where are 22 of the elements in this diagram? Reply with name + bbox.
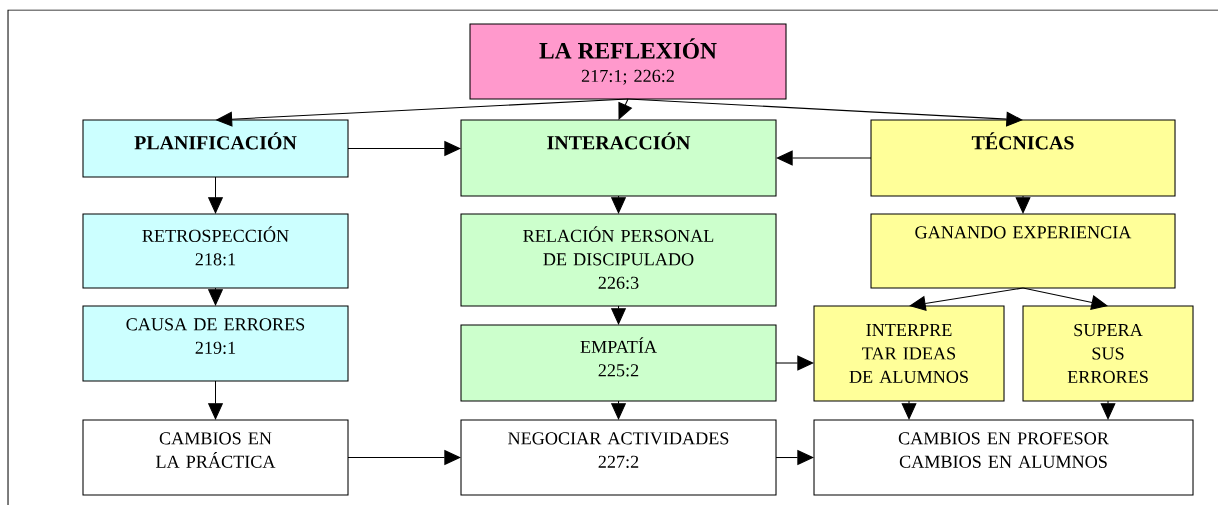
concept-box: EMPATÍA 225:2: [460, 324, 777, 402]
concept-box: TÉCNICAS: [870, 119, 1176, 197]
arrow: [901, 400, 917, 420]
concept-box: RETROSPECCIÓN 218:1: [82, 213, 349, 289]
concept-box: GANANDO EXPERIENCIA: [870, 213, 1176, 289]
concept-box: INTERACCIÓN: [460, 119, 777, 197]
arrow: [618, 98, 633, 120]
concept-box: CAUSA DE ERRORES 219:1: [82, 305, 349, 382]
title-box: LA REFLEXIÓN 217:1; 226:2: [469, 23, 787, 100]
arrow: [776, 150, 872, 166]
concept-box: CAMBIOS EN PROFESOR CAMBIOS EN ALUMNOS: [813, 419, 1194, 496]
arrow: [1015, 195, 1031, 214]
arrow: [627, 98, 1023, 127]
arrow: [775, 355, 814, 371]
arrow: [1100, 400, 1116, 420]
concept-box: RELACIÓN PERSONAL DE DISCIPULADO 226:3: [460, 213, 777, 307]
arrow: [909, 287, 1024, 311]
concept-box: INTERPRE TAR IDEAS DE ALUMNOS: [813, 305, 1005, 402]
concept-box: CAMBIOS EN LA PRÁCTICA: [82, 419, 349, 496]
concept-box: SUPERA SUS ERRORES: [1022, 305, 1194, 402]
concept-box: NEGOCIAR ACTIVIDADES 227:2: [460, 419, 777, 496]
concept-box: PLANIFICACIÓN: [82, 119, 349, 178]
